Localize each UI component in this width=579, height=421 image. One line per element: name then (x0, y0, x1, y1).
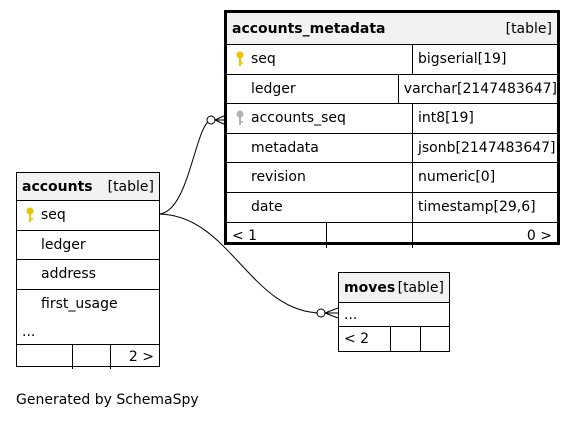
column-name-cell: ledger (17, 231, 159, 260)
column-name: ledger (251, 80, 296, 97)
children-count: 0 > (526, 227, 552, 244)
link-accounts-to-moves (157, 213, 323, 314)
column-name-cell: accounts_seq (227, 104, 413, 133)
table-moves[interactable]: moves [table] ... < 2 (338, 272, 450, 352)
table-accounts[interactable]: accounts [table] seq ledger address first_u… (16, 172, 160, 369)
column-name-cell: ledger (227, 74, 399, 103)
children-count: 2 > (128, 349, 154, 365)
footer-spacer (73, 345, 111, 369)
table-type-tag: [table] (505, 20, 552, 37)
generated-by-credit: Generated by SchemaSpy (16, 392, 199, 408)
column-row-ledger: ledger varchar[2147483647] (227, 74, 557, 104)
column-name-cell: date (227, 192, 413, 222)
footer-spacer (391, 327, 421, 351)
column-type: numeric[0] (418, 169, 496, 186)
column-name: date (251, 199, 283, 216)
table-footer: 2 > (17, 345, 159, 369)
table-name: accounts (22, 178, 93, 195)
column-row-accounts-seq: accounts_seq int8[19] (227, 104, 557, 134)
table-type-tag: [table] (397, 279, 444, 296)
column-name-cell: address (17, 260, 159, 289)
table-header: accounts_metadata [table] (227, 13, 557, 45)
column-name-cell: seq (227, 45, 413, 74)
column-row-first-usage: first_usage (17, 290, 159, 320)
column-name: seq (251, 51, 276, 68)
column-type: int8[19] (418, 110, 474, 127)
primary-key-icon (19, 207, 41, 223)
link-accounts-to-accounts-metadata (157, 119, 213, 215)
column-name-cell: metadata (227, 133, 413, 162)
column-name-cell: seq (17, 201, 159, 230)
column-row-date: date timestamp[29,6] (227, 192, 557, 222)
column-row-ledger: ledger (17, 231, 159, 260)
column-row-revision: revision numeric[0] (227, 163, 557, 193)
more-columns: ... (22, 323, 36, 340)
children-count (421, 327, 449, 351)
more-columns: ... (344, 306, 358, 323)
column-name-cell: first_usage (17, 290, 159, 320)
column-name: seq (41, 207, 66, 224)
column-name-cell: revision (227, 163, 413, 192)
table-footer: < 1 0 > (227, 222, 557, 248)
column-type: bigserial[19] (418, 51, 507, 68)
link-end-circle (206, 115, 216, 125)
column-name: revision (251, 169, 306, 186)
column-type: jsonb[2147483647] (418, 139, 556, 156)
table-footer: < 2 (339, 327, 449, 351)
column-name: address (41, 266, 97, 283)
column-name: ledger (41, 236, 86, 253)
column-row-seq: seq bigserial[19] (227, 45, 557, 75)
table-header: accounts [table] (17, 173, 159, 201)
table-accounts-metadata[interactable]: accounts_metadata [table] seq bigserial[1… (224, 10, 560, 248)
footer-spacer (327, 223, 413, 248)
column-name: metadata (251, 139, 319, 156)
table-name: moves (344, 279, 396, 296)
column-row-metadata: metadata jsonb[2147483647] (227, 133, 557, 163)
column-name: accounts_seq (251, 110, 346, 127)
more-columns-row: ... (17, 319, 159, 345)
foreign-key-icon (229, 110, 251, 126)
table-header: moves [table] (339, 273, 449, 303)
link-end-circle (316, 308, 326, 318)
table-type-tag: [table] (107, 178, 154, 195)
table-name: accounts_metadata (232, 20, 386, 37)
more-columns-row: ... (339, 303, 449, 327)
column-type: timestamp[29,6] (418, 199, 536, 216)
parents-count: < 1 (227, 223, 327, 248)
parents-count (17, 345, 73, 369)
column-name: first_usage (41, 296, 118, 313)
column-row-seq: seq (17, 201, 159, 231)
parents-count: < 2 (339, 327, 391, 351)
column-type: varchar[2147483647] (403, 80, 557, 97)
crowfoot-icon (324, 307, 339, 319)
primary-key-icon (229, 51, 251, 67)
column-row-address: address (17, 260, 159, 290)
